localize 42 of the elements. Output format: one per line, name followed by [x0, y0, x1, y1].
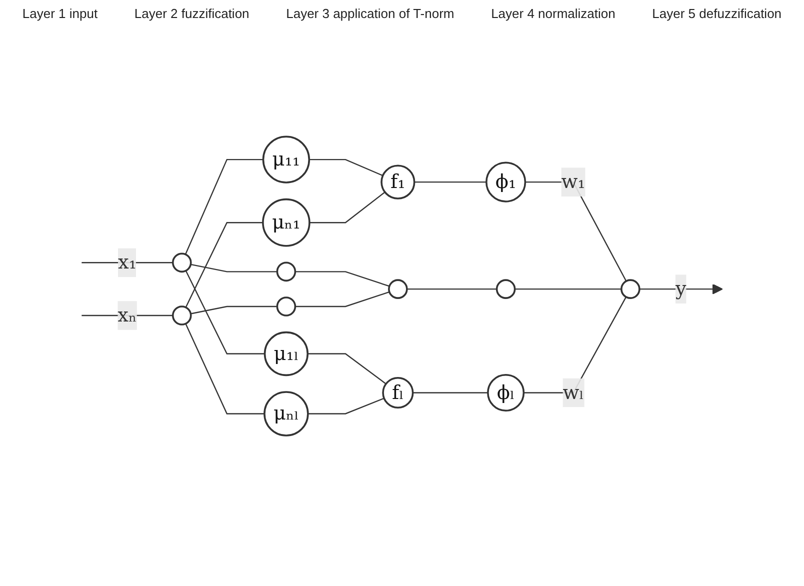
- connector: [406, 288, 497, 290]
- connector: [412, 392, 488, 394]
- connector: [295, 291, 390, 308]
- layer-heading: Layer 4 normalization: [491, 6, 616, 21]
- arrow: [639, 284, 723, 294]
- node-circle: [276, 262, 296, 282]
- node-circle: [276, 296, 296, 316]
- node-circle: μₙ₁: [262, 198, 310, 247]
- layer-heading: Layer 2 fuzzification: [134, 6, 250, 21]
- connector: [185, 323, 264, 414]
- node-circle: ϕ₁: [486, 162, 526, 202]
- node-circle: [172, 252, 192, 273]
- node-circle: [620, 279, 640, 299]
- node-circle: [172, 306, 192, 326]
- node-circle: ϕₗ: [487, 374, 525, 412]
- edge-label: x₁: [118, 250, 137, 274]
- connector: [308, 353, 386, 384]
- edge-label: w₁: [561, 170, 586, 193]
- edge-label: xₙ: [118, 303, 137, 326]
- edge-label: wₗ: [562, 380, 584, 404]
- node-circle: f₁: [380, 164, 416, 200]
- connector: [190, 264, 278, 272]
- connector: [308, 398, 384, 414]
- node-circle: μₙₗ: [264, 391, 309, 436]
- layer-heading: Layer 3 application of T-norm: [286, 6, 454, 21]
- layer-heading: Layer 5 defuzzification: [652, 6, 782, 21]
- connector: [184, 158, 264, 255]
- node-circle: fₗ: [382, 376, 414, 408]
- layer-heading: Layer 1 input: [22, 6, 98, 21]
- node-circle: μ₁₁: [262, 136, 310, 184]
- node-circle: μ₁ₗ: [264, 331, 309, 376]
- connector: [185, 222, 263, 308]
- connector: [309, 158, 384, 176]
- connector: [414, 181, 486, 183]
- connector: [190, 306, 278, 314]
- connector: [295, 271, 390, 287]
- edge-label: y: [675, 277, 686, 300]
- node-circle: [496, 279, 516, 299]
- connector: [309, 192, 386, 224]
- node-circle: [388, 279, 408, 299]
- connector: [185, 270, 265, 354]
- connector: [514, 288, 622, 290]
